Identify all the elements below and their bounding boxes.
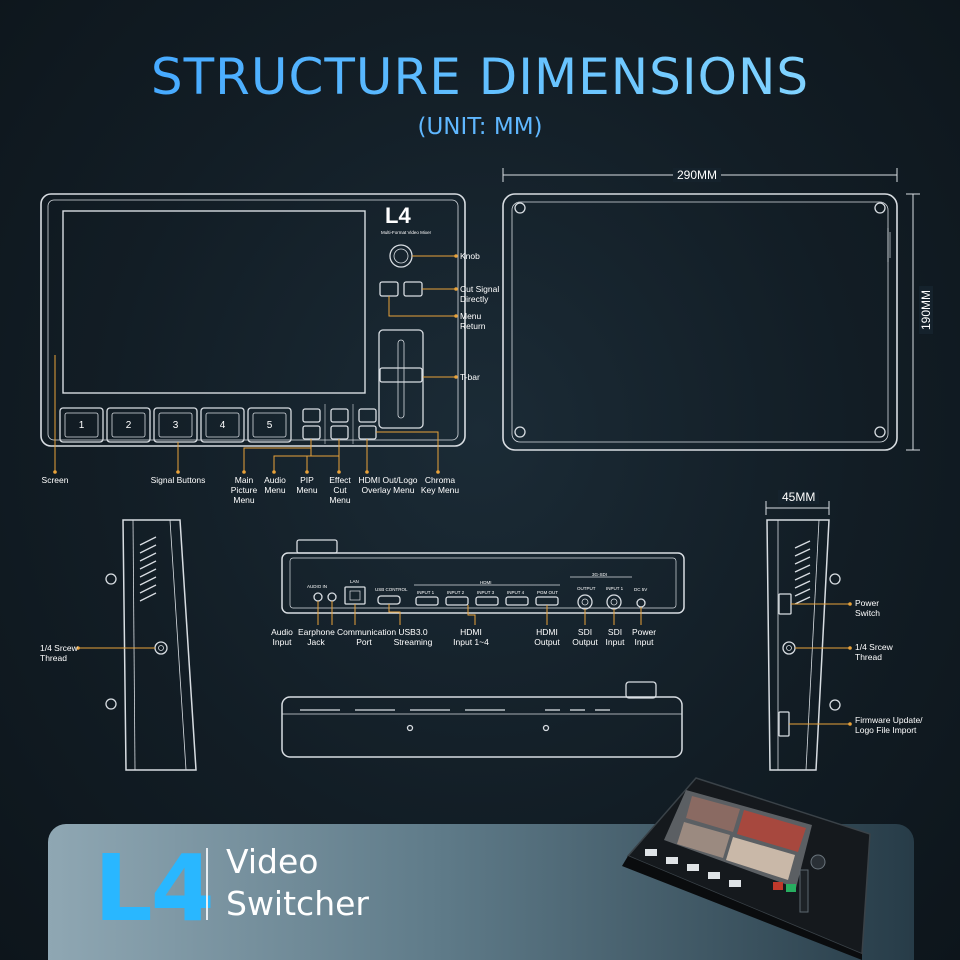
sdi-port-output: OUTPUT (577, 586, 596, 591)
label-power-input: Power Input (631, 627, 657, 647)
label-communication-port: Communication Port (337, 627, 397, 647)
label-firmware-update: Firmware Update/ Logo File Import (855, 715, 923, 735)
signal-button-1: 1 (78, 420, 85, 431)
label-pip-menu: PIP Menu (296, 475, 318, 495)
caption-sdi: 3G-SDI (592, 572, 608, 577)
right-side-view (766, 519, 841, 771)
banner-model-name: L4 (94, 835, 215, 942)
caption-hdmi: HDMI (480, 580, 492, 585)
label-knob: Knob (460, 251, 480, 261)
label-chroma-key: Chroma Key Menu (420, 475, 460, 495)
sdi-port-input: INPUT 1 (606, 586, 624, 591)
signal-button-3: 3 (172, 420, 179, 431)
label-signal-buttons: Signal Buttons (150, 475, 206, 485)
banner-line-1: Video (226, 842, 319, 881)
hdmi-port-3: INPUT 3 (477, 590, 495, 595)
label-menu-return: Menu Return (460, 311, 486, 331)
dimension-width: 290MM (673, 168, 722, 182)
dimension-height: 190MM (919, 285, 934, 335)
label-audio-input: Audio Input (271, 627, 293, 647)
front-logo-subtitle: Multi-Format Video Mixer (381, 230, 432, 235)
label-sdi-output: SDI Output (572, 627, 598, 647)
signal-button-4: 4 (219, 420, 226, 431)
label-effect-cut-menu: Effect Cut Menu (329, 475, 351, 505)
back-view (502, 193, 898, 451)
label-screen: Screen (41, 475, 69, 485)
left-side-view (105, 519, 197, 771)
label-usb-streaming: USB3.0 Streaming (393, 627, 433, 647)
caption-usb: USB CONTROL (375, 587, 408, 592)
label-left-screw-thread: 1/4 Srcew Thread (40, 643, 78, 663)
signal-button-5: 5 (266, 420, 273, 431)
hdmi-port-2: INPUT 2 (447, 590, 465, 595)
hdmi-port-pgm: PGM OUT (537, 590, 558, 595)
hdmi-port-1: INPUT 1 (417, 590, 435, 595)
label-tbar: T-bar (460, 372, 480, 382)
label-hdmi-out-logo: HDMI Out/Logo Overlay Menu (358, 475, 418, 495)
label-right-screw-thread: 1/4 Srcew Thread (855, 642, 893, 662)
label-hdmi-input: HDMI Input 1~4 (453, 627, 489, 647)
label-power-switch: Power Switch (855, 598, 881, 618)
signal-button-2: 2 (125, 420, 132, 431)
label-hdmi-output: HDMI Output (534, 627, 560, 647)
rear-panel-view (281, 539, 685, 614)
label-sdi-input: SDI Input (605, 627, 625, 647)
label-main-picture-menu: Main Picture Menu (230, 475, 258, 505)
page-subtitle: (UNIT: MM) (417, 114, 543, 140)
hdmi-port-4: INPUT 4 (507, 590, 525, 595)
caption-lan: LAN (350, 579, 359, 584)
bottom-view (281, 681, 683, 758)
front-leaders (54, 255, 456, 472)
caption-dc: DC 5V (634, 587, 648, 592)
dimension-depth: 45MM (778, 490, 820, 504)
page-title: STRUCTURE DIMENSIONS (0, 48, 960, 106)
caption-audio-in: AUDIO IN (307, 584, 328, 589)
front-logo: L4 (385, 203, 411, 228)
banner-divider (206, 848, 208, 920)
label-cut-signal: Cut Signal Directly (460, 284, 500, 304)
label-audio-menu: Audio Menu (264, 475, 286, 495)
banner-line-2: Switcher (226, 884, 369, 923)
label-earphone-jack: Earphone Jack (298, 627, 335, 647)
